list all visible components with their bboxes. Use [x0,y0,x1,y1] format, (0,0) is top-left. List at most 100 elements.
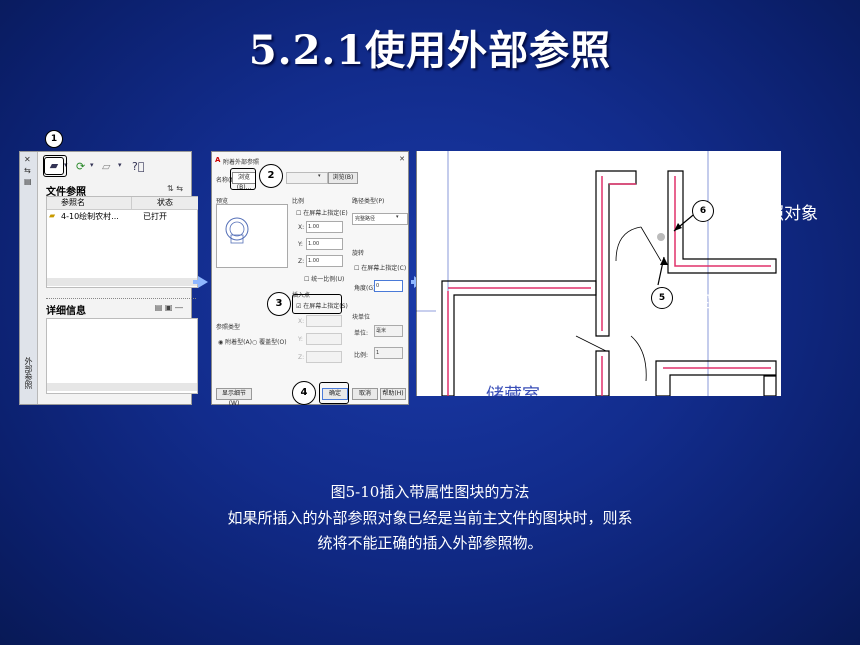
highlight-insert-onscreen [292,294,342,314]
block-unit-label: 块单位 [352,314,371,321]
col-ref-name[interactable]: 参照名 [47,197,131,210]
chevron-down-icon[interactable]: ▾ [118,161,122,169]
body-text-line-2: 统将不能正确的插入外部参照物。 [317,534,543,552]
name-label: 名称(N): [216,177,240,184]
autohide-icon[interactable]: ⇆ [24,166,31,175]
insert-y-input [306,333,342,345]
preview-label: 预览 [216,198,229,205]
ratio-value: 1 [374,347,403,359]
flow-arrow-stem-1 [193,280,199,284]
table-row-status: 已打开 [143,212,167,221]
col-status[interactable]: 状态 [131,197,198,210]
details-scrollbar[interactable] [47,383,197,391]
insert-y-label: Y: [298,336,303,343]
y-scale-input[interactable]: 1.00 [306,238,343,250]
onscreen-scale-checkbox[interactable]: ☐ 在屏幕上指定(E) [296,210,348,217]
details-view-icon[interactable]: ▤ ▣ ― [154,303,183,312]
unit-label: 单位: [354,330,369,337]
insert-z-input [306,351,342,363]
attach-radio[interactable]: ◉ 附着型(A) [218,339,252,346]
insert-z-label: Z: [298,354,305,361]
floor-plan-viewport[interactable]: 储藏室 [416,151,781,396]
list-view-icon[interactable]: ⇅ ⇆ [167,184,183,193]
uniform-scale-label: 统一比例(U) [311,276,345,283]
table-scrollbar[interactable] [47,278,197,286]
overlay-radio-label: 覆盖型(O) [259,339,287,346]
rotation-label: 旋转 [352,250,365,257]
attach-radio-label: 附着型(A) [225,339,252,346]
onscreen-scale-label: 在屏幕上指定(E) [303,210,348,217]
details-heading: 详细信息 [46,306,86,317]
room-label: 储藏室 [486,385,540,396]
help-button[interactable]: 帮助(H) [380,388,406,400]
z-scale-input[interactable]: 1.00 [306,255,343,267]
chevron-down-icon[interactable]: ▾ [90,161,94,169]
callout-4: 4 [292,381,316,405]
onscreen-rotation-checkbox[interactable]: ☐ 在屏幕上指定(C) [354,265,407,272]
callout-3: 3 [267,292,291,316]
figure-caption: 图5-10插入带属性图块的方法 [330,483,530,501]
angle-input[interactable]: 0 [374,280,403,292]
refresh-icon[interactable]: ⟳ [76,160,86,173]
insert-x-label: X: [298,318,305,325]
palette-toolbar: ▰ ▾ ⟳ ▾ ▱ ▾ ?⃞ [40,157,188,177]
callout-6-label: 外部参照对象 [716,204,818,224]
unit-value: 毫米 [374,325,403,337]
table-row-name[interactable]: 4-10绘制农村... [61,212,119,221]
palette-side-strip: ✕ ⇆ ▤ 外部参照 [20,152,38,404]
preview-box [216,204,288,268]
callout-1: 1 [45,130,63,148]
file-refs-table: 参照名 状态 ▰ 4-10绘制农村... 已打开 [46,196,198,288]
change-path-icon[interactable]: ▱ [102,160,111,173]
top-browse-button[interactable]: 浏览(B) [328,172,358,184]
uniform-scale-checkbox[interactable]: ☐ 统一比例(U) [304,276,345,283]
palette-side-label: 外部参照 [24,357,33,389]
insertion-point-marker[interactable] [657,233,665,241]
ref-type-label: 参照类型 [216,324,241,331]
x-label: X: [298,224,305,231]
overlay-radio[interactable]: ○ 覆盖型(O) [252,339,287,346]
preview-thumbnail [225,217,249,244]
name-dropdown[interactable] [286,172,328,184]
properties-icon[interactable]: ▤ [24,177,32,186]
callout-2: 2 [259,164,283,188]
onscreen-insert-checkbox[interactable]: ☑ 在屏幕上指定(S) [296,303,348,310]
xref-palette: ✕ ⇆ ▤ 外部参照 ▰ ▾ ⟳ ▾ ▱ ▾ ?⃞ 文件参照 ⇅ ⇆ 参照名 状… [19,151,198,405]
callout-6: 6 [692,200,714,222]
app-logo-icon: A [215,156,221,164]
angle-label: 角度(G): [354,285,378,292]
ok-button[interactable]: 确定 [322,388,348,400]
slide-title: 5.2.1使用外部参照 [248,27,612,74]
flow-arrow-1 [198,276,208,288]
callout-5-label: 指定插入基点 [677,292,779,312]
cancel-button[interactable]: 取消 [352,388,378,400]
ratio-label: 比例: [354,352,369,359]
x-scale-input[interactable]: 1.00 [306,221,343,233]
insert-point-label: 插入点 [292,292,311,299]
callout-5: 5 [651,287,673,309]
z-label: Z: [298,258,305,265]
onscreen-rotation-label: 在屏幕上指定(C) [361,265,407,272]
splitter[interactable] [46,298,196,301]
chevron-down-icon[interactable]: ▾ [64,161,68,169]
chevron-down-icon: ▾ [396,214,399,220]
insert-x-input [306,315,342,327]
browse-button[interactable]: 浏览(B)... [232,172,256,191]
chevron-down-icon: ▾ [318,173,321,179]
flow-arrow-stem-2 [411,280,415,284]
attach-dwg-icon[interactable]: ▰ [44,157,64,175]
highlight-browse [230,168,256,190]
highlight-attach [43,155,67,177]
close-icon[interactable]: ✕ [24,155,31,164]
scale-label: 比例 [292,198,305,205]
close-icon[interactable]: ✕ [399,155,405,163]
dwg-file-icon: ▰ [49,211,56,220]
path-type-select[interactable]: 完整路径 [352,213,408,225]
onscreen-insert-label: 在屏幕上指定(S) [303,303,348,310]
body-text-line-1: 如果所插入的外部参照对象已经是当前主文件的图块时，则系 [227,509,633,527]
y-label: Y: [298,241,303,248]
details-panel [46,318,198,394]
help-icon[interactable]: ?⃞ [132,160,145,173]
file-refs-heading: 文件参照 [46,187,86,198]
details-button[interactable]: 显示细节(W) [216,388,252,407]
